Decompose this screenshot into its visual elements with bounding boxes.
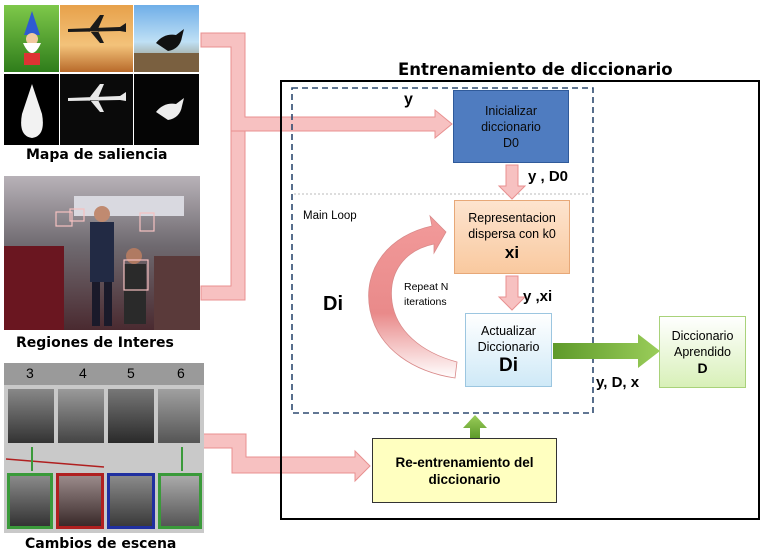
scene-frame xyxy=(58,389,104,443)
scene-keyframe xyxy=(56,473,104,529)
scene-to-retrain-arrow xyxy=(202,433,371,483)
scene-keyframe xyxy=(158,473,202,529)
sparse-to-update-arrow xyxy=(497,275,527,311)
learned-dictionary-node: Diccionario Aprendido D xyxy=(659,316,746,388)
airplane-icon xyxy=(68,15,126,43)
init-dictionary-node: Inicializar diccionario D0 xyxy=(453,90,569,163)
scene-keyframe xyxy=(7,473,53,529)
update-symbol: Di xyxy=(499,355,518,376)
airplane-saliency xyxy=(60,74,133,145)
init-symbol: D0 xyxy=(503,135,519,150)
update-dictionary-node: Actualizar Diccionario Di xyxy=(465,313,552,387)
repeat-label-line2: iterations xyxy=(404,296,447,308)
scene-strip: 3 4 5 6 xyxy=(4,363,204,533)
bird-photo xyxy=(134,5,199,72)
scene-number-bar xyxy=(4,363,204,385)
main-loop-box xyxy=(291,87,594,414)
bird-saliency xyxy=(134,74,199,145)
scene-number-6: 6 xyxy=(177,365,185,381)
learned-line1: Diccionario xyxy=(671,329,734,343)
roi-box xyxy=(69,208,85,222)
sparse-line1: Representacion xyxy=(468,211,556,225)
scene-frame xyxy=(158,389,200,443)
gnome-saliency-shape xyxy=(21,84,43,138)
scene-frame xyxy=(108,389,154,443)
gnome-saliency xyxy=(4,74,59,145)
scene-change-lines xyxy=(5,447,183,471)
sparse-line2: dispersa con k0 xyxy=(468,227,556,241)
roi-box xyxy=(123,259,149,291)
roi-to-init-arrow xyxy=(200,130,246,301)
update-line2: Diccionario xyxy=(477,340,540,354)
scene-number-3: 3 xyxy=(26,365,34,381)
scene-number-5: 5 xyxy=(127,365,135,381)
gnome-icon xyxy=(23,11,41,65)
init-line2: diccionario xyxy=(481,119,541,134)
di-loop-label: Di xyxy=(323,293,343,315)
scene-keyframe xyxy=(107,473,155,529)
scene-number-4: 4 xyxy=(79,365,87,381)
retrain-to-update-arrow xyxy=(463,415,487,438)
update-line1: Actualizar xyxy=(481,324,536,338)
update-to-learned-arrow xyxy=(553,334,660,368)
saliency-caption: Mapa de saliencia xyxy=(26,147,168,163)
diagram-title: Entrenamiento de diccionario xyxy=(398,60,673,79)
y-d-x-label: y, D, x xyxy=(596,374,640,391)
y-d0-label: y , D0 xyxy=(528,168,569,185)
y-xi-label: y ,xi xyxy=(523,288,553,305)
init-to-sparse-arrow xyxy=(497,164,527,200)
main-loop-label: Main Loop xyxy=(303,210,357,222)
retrain-line2: diccionario xyxy=(428,471,501,487)
roi-caption: Regiones de Interes xyxy=(16,335,174,351)
training-box xyxy=(280,80,760,520)
sparse-representation-node: Representacion dispersa con k0 xi xyxy=(454,200,570,274)
init-line1: Inicializar xyxy=(484,103,538,118)
retrain-line1: Re-entrenamiento del xyxy=(395,454,534,470)
roi-scene xyxy=(4,196,200,330)
scene-frame xyxy=(8,389,54,443)
retrain-dictionary-node: Re-entrenamiento del diccionario xyxy=(372,438,557,503)
bird-icon xyxy=(134,29,199,72)
y-input-label: y xyxy=(404,91,413,108)
roi-photo xyxy=(4,176,200,330)
roi-box xyxy=(139,212,155,232)
airplane-photo xyxy=(60,5,133,72)
airplane-saliency-shape xyxy=(68,84,126,112)
scene-caption: Cambios de escena xyxy=(25,536,177,552)
learned-symbol: D xyxy=(697,360,708,376)
repeat-label-line1: Repeat N xyxy=(404,281,449,293)
gnome-photo xyxy=(4,5,59,72)
learned-line2: Aprendido xyxy=(674,345,731,359)
bird-saliency-shape xyxy=(156,98,184,120)
sparse-symbol: xi xyxy=(504,243,520,262)
repeat-loop-arrow xyxy=(368,214,458,379)
saliency-to-init-arrow xyxy=(200,32,453,140)
roi-box xyxy=(55,211,73,227)
